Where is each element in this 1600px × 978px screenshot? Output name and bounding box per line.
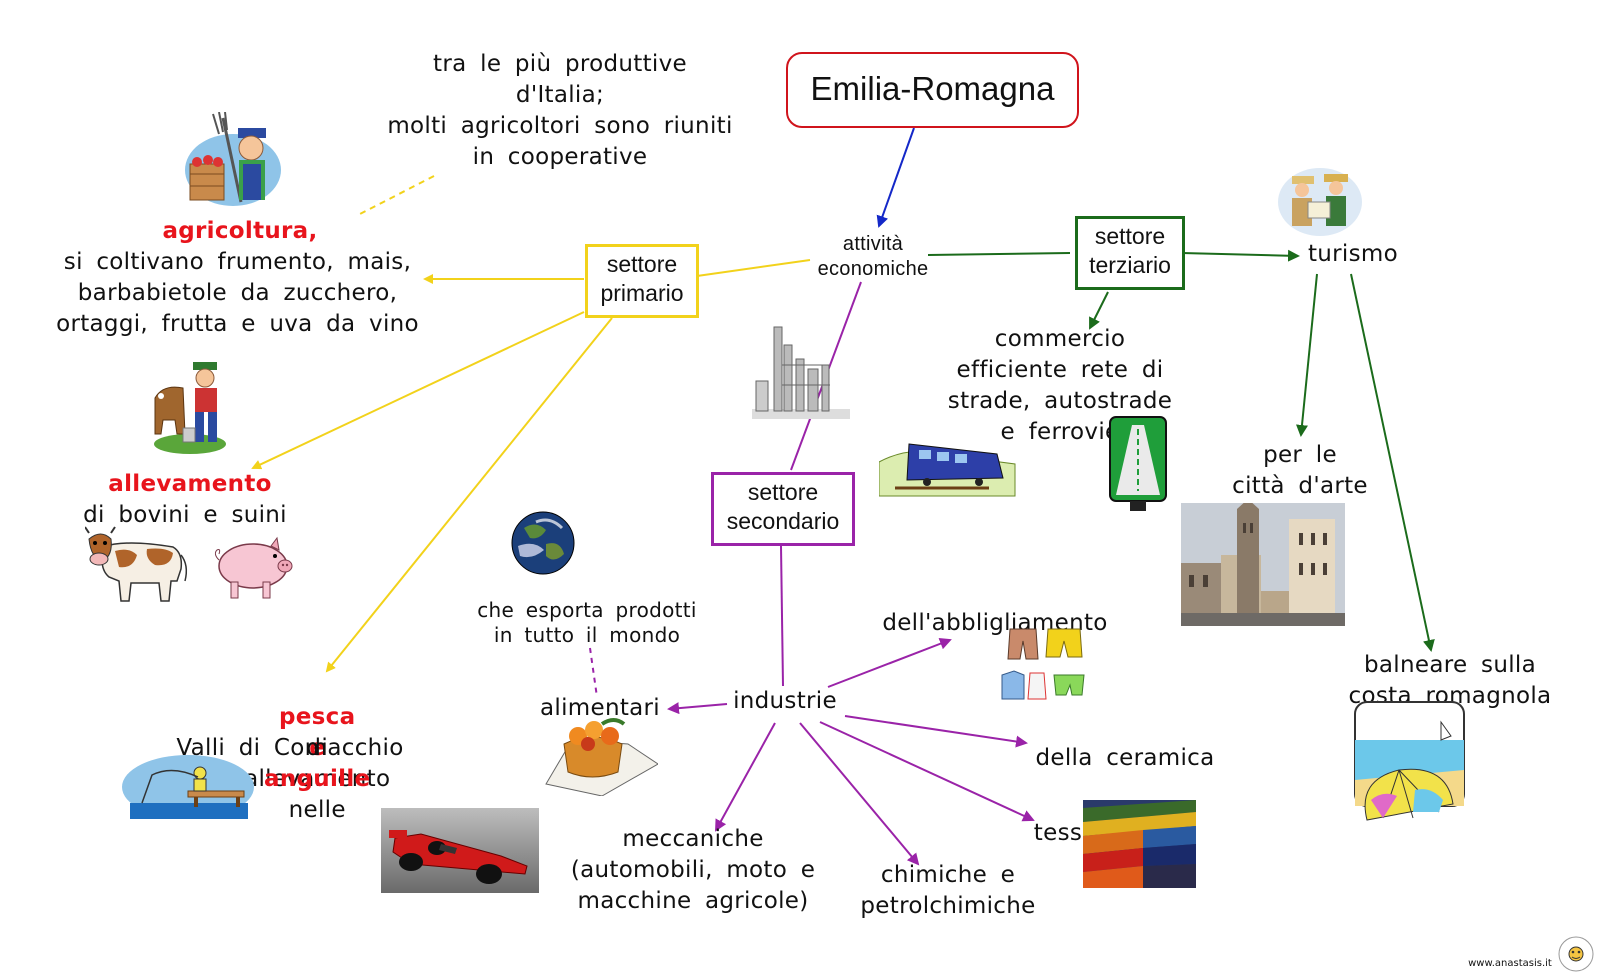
nelle-word: nelle [288, 797, 346, 823]
allevamento-word: allevamento [244, 766, 391, 792]
industrie-to-tessili-arrow [819, 721, 1035, 822]
footer-site: www.anastasis.it [1468, 958, 1552, 969]
cow-icon [84, 525, 190, 605]
tourists-icon [1278, 168, 1363, 236]
map-title: Emilia-Romagna [786, 52, 1079, 128]
fabrics-photo [1083, 800, 1196, 888]
ceramica-label: della ceramica [1035, 745, 1215, 771]
agricoltura-title: agricoltura, [162, 218, 318, 244]
industrie-to-chimiche-arrow [799, 722, 920, 866]
city-of-art-photo [1181, 499, 1345, 626]
export-dashed-line [589, 647, 598, 698]
allevamento-title: allevamento [108, 471, 272, 497]
allevamento-text: di bovini e suini [83, 502, 287, 528]
settore-secondario-box: settore secondario [711, 472, 855, 546]
industrie-to-abbigliamento-arrow [827, 637, 952, 688]
turismo-to-citta-arrow [1296, 273, 1318, 437]
anguille-line: di anguille nelle [140, 702, 440, 857]
refinery-icon [752, 325, 850, 421]
cooperative-dashed-line [357, 175, 435, 216]
beach-umbrella-icon [1353, 700, 1466, 824]
chimiche-label: chimiche e petrolchimiche [860, 862, 1036, 919]
di-word: di [306, 735, 329, 761]
terziario-to-turismo-arrow [1181, 249, 1300, 262]
agricoltura-text: si coltivano frumento, mais, barbabietol… [56, 249, 419, 337]
train-icon [878, 436, 1019, 498]
terziario-to-commercio-arrow [1089, 291, 1109, 330]
attivita-economiche: attività economiche [817, 233, 929, 280]
supermappe-badge-icon [1556, 934, 1596, 974]
title-to-center-arrow [876, 127, 915, 228]
farmer-icon [183, 111, 283, 208]
globe-icon [510, 510, 576, 576]
export-note: che esporta prodotti in tutto il mondo [477, 598, 697, 647]
pesca-word: pesca [279, 704, 356, 730]
fishing-icon [122, 755, 255, 820]
clothes-icon [1000, 625, 1090, 703]
industrie-to-meccaniche-arrow [715, 722, 776, 832]
commercio-label: commercio efficiente rete di strade, aut… [947, 326, 1173, 445]
pesca-text: pesca e allevamento [140, 671, 440, 826]
primario-to-pesca-arrow [325, 317, 613, 673]
anguille-word: anguille [264, 766, 371, 792]
settore-primario-box: settore primario [585, 244, 699, 318]
industrie-label: industrie [733, 688, 837, 714]
settore-terziario-box: settore terziario [1075, 216, 1185, 290]
e-word: e [309, 735, 326, 761]
secondario-to-industrie-line [780, 545, 784, 687]
industrie-to-ceramica-arrow [844, 715, 1028, 748]
highway-sign-icon [1108, 415, 1168, 512]
meccaniche-label: meccaniche (automobili, moto e macchine … [570, 826, 816, 914]
farmer-cow-icon [153, 358, 228, 456]
turismo-to-balneare-arrow [1350, 273, 1435, 652]
citta-arte-label: per le città d'arte [1232, 442, 1368, 499]
cooperative-note: tra le più produttive d'Italia; molti ag… [387, 51, 733, 170]
race-car-photo [381, 808, 539, 893]
primario-to-allevamento-arrow [251, 311, 585, 470]
alimentari-label: alimentari [540, 695, 660, 721]
center-to-terziario-line [927, 252, 1071, 256]
pig-icon [213, 530, 293, 602]
center-to-primario-line [696, 259, 811, 277]
food-basket-icon [542, 710, 659, 797]
turismo-label: turismo [1307, 241, 1398, 267]
industrie-to-alimentari-arrow [667, 702, 728, 715]
